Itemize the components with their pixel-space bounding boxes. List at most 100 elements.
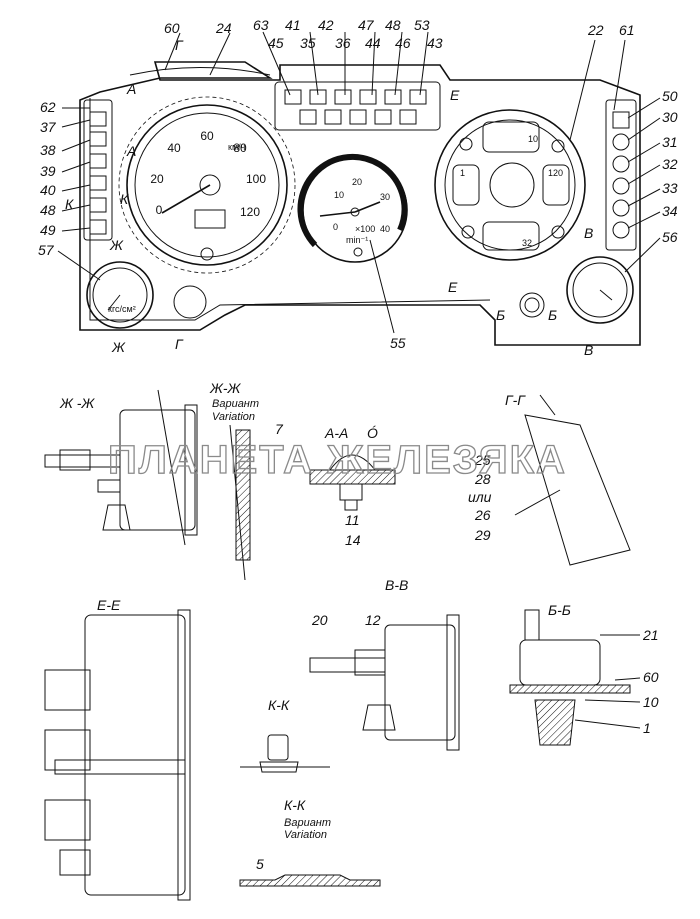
- section-v-v-12: 12: [365, 612, 381, 628]
- section-zh-zh-var-7: 7: [275, 421, 284, 437]
- mark-e-bottom: Е: [448, 279, 458, 295]
- callout-38: 38: [40, 142, 56, 158]
- callout-44: 44: [365, 35, 381, 51]
- callout-40: 40: [40, 182, 56, 198]
- pressure-gauge-56: [566, 256, 634, 324]
- mark-g-bottom: Г: [175, 336, 184, 352]
- callout-60: 60: [164, 20, 180, 36]
- speed-tick-20: 20: [150, 172, 164, 186]
- callout-48: 48: [385, 17, 401, 33]
- callout-47: 47: [358, 17, 375, 33]
- blank-sockets: [173, 285, 545, 319]
- section-b-b: Б-Б 21 60 10 1: [509, 602, 659, 746]
- speed-tick-120: 120: [240, 205, 260, 219]
- mark-a-mid: А: [126, 143, 136, 159]
- section-b-b-title: Б-Б: [548, 602, 571, 618]
- speed-tick-100: 100: [246, 172, 266, 186]
- section-k-k-var-en: Variation: [284, 829, 327, 841]
- section-g-g: Г-Г 25 28 или 26 29: [468, 392, 631, 566]
- section-v-v: В-В 20 12: [309, 577, 460, 751]
- section-zh-zh-var-ru: Вариант: [212, 398, 259, 410]
- section-e-e-title: Е-Е: [97, 597, 121, 613]
- callout-49: 49: [40, 222, 56, 238]
- mark-b-left: Б: [496, 307, 505, 323]
- callout-55: 55: [390, 335, 406, 351]
- section-e-e: Е-Е: [44, 597, 191, 901]
- callout-30: 30: [662, 109, 678, 125]
- fuel-gauge-full: 1: [460, 168, 465, 178]
- section-g-g-or: или: [468, 489, 492, 505]
- section-zh-zh-title: Ж -Ж: [59, 395, 95, 411]
- pressure-gauge-57-unit: кгс/см²: [108, 304, 136, 314]
- section-zh-zh-var-en: Variation: [212, 411, 255, 423]
- combined-gauge: 10 1 120 32: [434, 109, 586, 261]
- mark-g-top: Г: [175, 37, 184, 53]
- callout-63: 63: [253, 17, 269, 33]
- tach-unit: min⁻¹: [346, 235, 368, 245]
- section-k-k-variant: К-К Вариант Variation 5: [239, 797, 381, 887]
- callout-numbers: 60 24 63 41 42 47 48 53 45 35 36 44 46 4…: [38, 17, 678, 351]
- callout-34: 34: [662, 203, 678, 219]
- section-zh-zh-variant: Ж-Ж Вариант Variation 7: [209, 380, 284, 581]
- mark-zh-top: Ж: [109, 237, 124, 253]
- section-b-b-21: 21: [642, 627, 659, 643]
- section-v-v-title: В-В: [385, 577, 408, 593]
- callout-33: 33: [662, 180, 678, 196]
- tach-factor: ×100: [355, 224, 375, 234]
- speed-tick-0: 0: [156, 203, 163, 217]
- callout-48-left: 48: [40, 202, 56, 218]
- mark-e-top: Е: [450, 87, 460, 103]
- section-g-g-25: 25: [474, 452, 491, 468]
- callout-37: 37: [40, 119, 57, 135]
- section-g-g-title: Г-Г: [505, 392, 526, 408]
- section-zh-zh-var-title: Ж-Ж: [209, 380, 242, 396]
- section-a-a-rot: Ó: [367, 425, 378, 441]
- oil-gauge-max: 10: [528, 134, 538, 144]
- section-k-k-var-ru: Вариант: [284, 817, 331, 829]
- mark-k-right: К: [120, 191, 129, 207]
- tach-tick-30: 30: [380, 192, 390, 202]
- speed-unit: км/ч: [228, 142, 246, 152]
- callout-39: 39: [40, 163, 56, 179]
- tach-tick-0: 0: [333, 222, 338, 232]
- section-zh-zh: Ж -Ж: [44, 389, 198, 546]
- section-k-k-title: К-К: [268, 697, 290, 713]
- speed-tick-80: 80: [233, 141, 247, 155]
- mark-v-top: В: [584, 225, 593, 241]
- mark-v-bottom: В: [584, 342, 593, 358]
- top-lamp-block: [274, 81, 441, 131]
- speed-tick-60: 60: [200, 129, 214, 143]
- callout-56: 56: [662, 229, 678, 245]
- speedometer: 0 20 40 60 80 100 120 км/ч: [118, 96, 296, 274]
- tach-tick-20: 20: [352, 177, 362, 187]
- volt-gauge-max: 32: [522, 238, 532, 248]
- tach-tick-10: 10: [334, 190, 344, 200]
- tach-tick-40: 40: [380, 224, 390, 234]
- callout-41: 41: [285, 17, 301, 33]
- section-a-a: А-А Ó 11 14: [309, 425, 396, 548]
- mark-a-top: А: [126, 81, 136, 97]
- callout-35: 35: [300, 35, 316, 51]
- section-k-k-var-5: 5: [256, 856, 264, 872]
- mark-k-left: К: [65, 196, 74, 212]
- section-v-v-20: 20: [311, 612, 328, 628]
- section-a-a-14: 14: [345, 532, 361, 548]
- callout-22: 22: [587, 22, 604, 38]
- callout-62: 62: [40, 99, 56, 115]
- section-marks: Г А А Е К К Ж Ж Г Е В В Б Б: [65, 37, 593, 358]
- callout-32: 32: [662, 156, 678, 172]
- watermark: ПЛАНЕТА ЖЕЛЕЗЯКА: [108, 438, 567, 482]
- section-g-g-26: 26: [474, 507, 491, 523]
- section-k-k-var-title: К-К: [284, 797, 306, 813]
- callout-50: 50: [662, 88, 678, 104]
- mark-zh-bottom: Ж: [111, 339, 126, 355]
- callout-36: 36: [335, 35, 351, 51]
- left-lamp-column: [83, 99, 113, 241]
- tachometer: 0 10 20 30 40 ×100 min⁻¹: [297, 154, 408, 263]
- section-g-g-29: 29: [474, 527, 491, 543]
- callout-53: 53: [414, 17, 430, 33]
- section-a-a-11: 11: [345, 512, 360, 528]
- section-b-b-60: 60: [643, 669, 659, 685]
- callout-61: 61: [619, 22, 635, 38]
